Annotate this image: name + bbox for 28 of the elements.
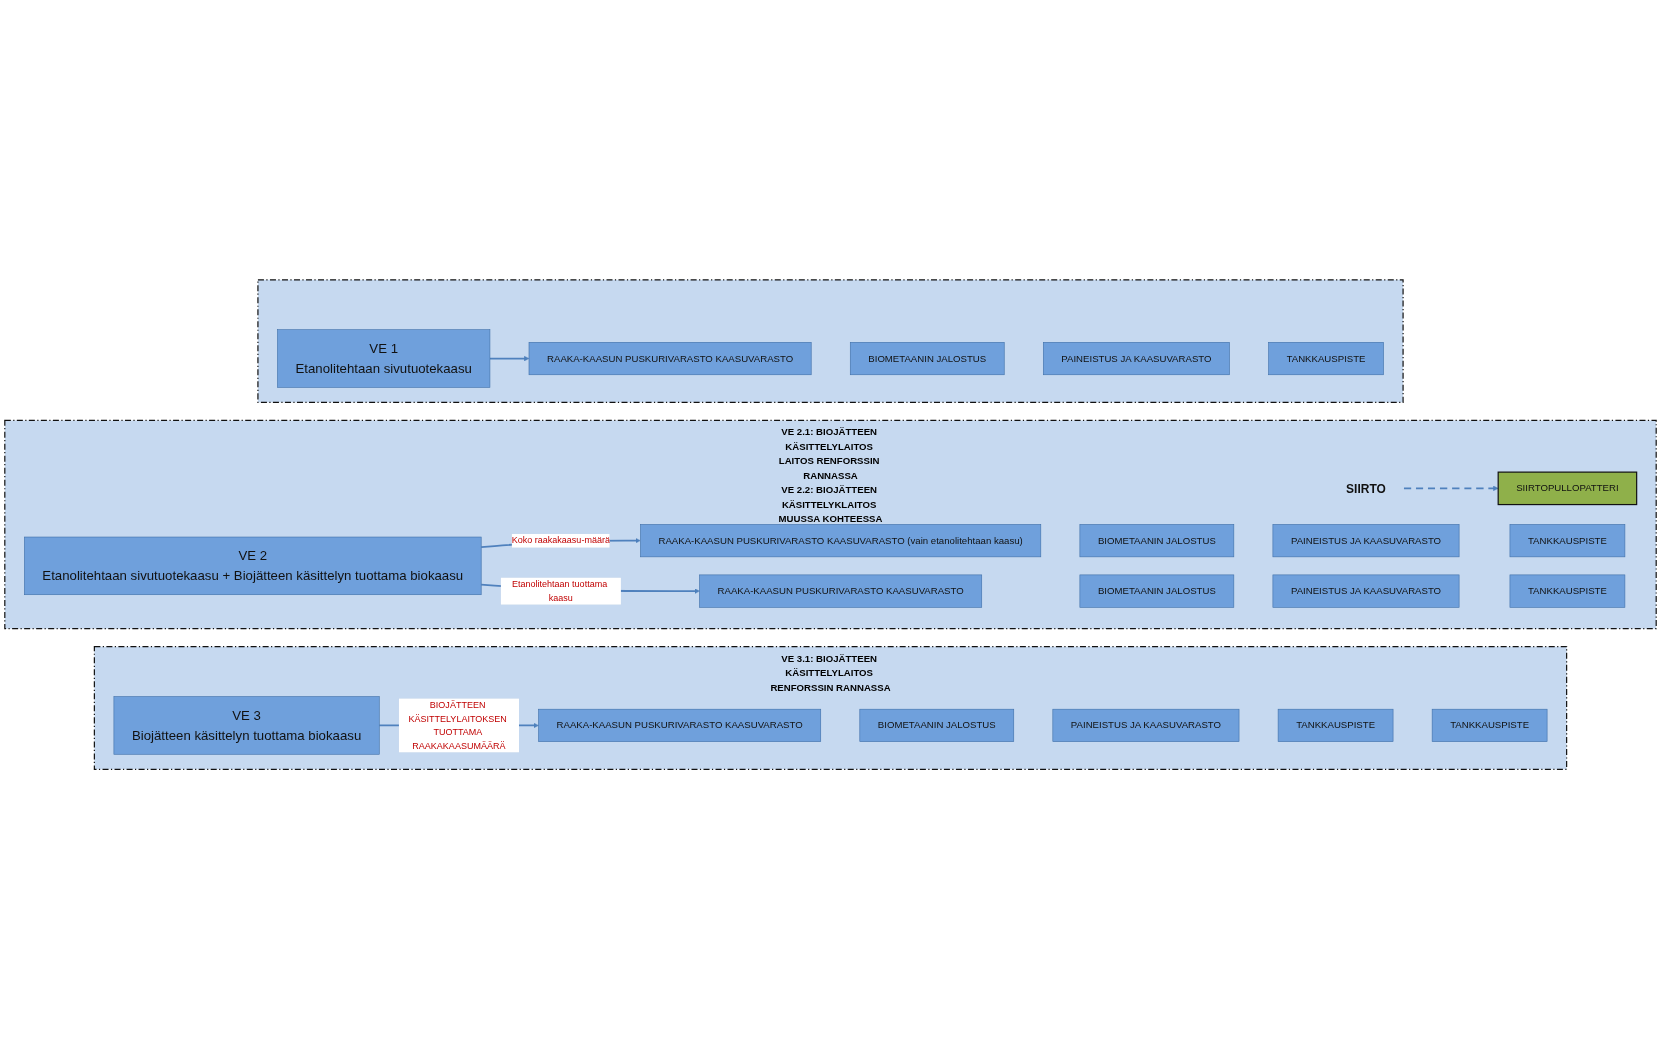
node-box: TANKKAUSPISTE [1268,342,1384,376]
edge-label: Koko raakakaasu-määrä [511,535,610,546]
node-box: TANKKAUSPISTE [1509,575,1626,609]
node-text: SIIRTO [1346,482,1386,496]
node-box: RAAKA-KAASUN PUSKURIVARASTO KAASUVARASTO (vain etanolitehtaan kaasu) [640,524,1042,558]
node-box: VE 3 Biojätteen käsittelyn tuottama biokaasu [113,696,380,755]
node-box: PAINEISTUS JA KAASUVARASTO [1272,575,1460,609]
node-box: VE 2 Etanolitehtaan sivutuotekaasu + Biojätteen käsittelyn tuottama biokaasu [24,537,482,596]
node-box: SIIRTOPULLOPATTERI [1497,471,1638,506]
node-box: RAAKA-KAASUN PUSKURIVARASTO KAASUVARASTO [538,709,822,743]
edge-label: BIOJÄTTEEN KÄSITTELYLAITOKSEN TUOTTAMA RAAKAKAASUMÄÄRÄ [408,700,507,751]
node-box: RAAKA-KAASUN PUSKURIVARASTO KAASUVARASTO [528,342,812,376]
node-box: VE 1 Etanolitehtaan sivutuotekaasu [277,329,491,389]
node-box: BIOMETAANIN JALOSTUS [1079,575,1235,609]
node-box: TANKKAUSPISTE [1509,524,1626,558]
cluster [257,279,1404,404]
node-box: PAINEISTUS JA KAASUVARASTO [1043,342,1230,376]
arrow [489,356,530,362]
node-box: BIOMETAANIN JALOSTUS [1079,524,1235,558]
edge-label: Etanolitehtaan tuottama kaasu [511,579,608,603]
node-box: TANKKAUSPISTE [1277,709,1394,743]
node-box: RAAKA-KAASUN PUSKURIVARASTO KAASUVARASTO [699,575,983,609]
arrow [1403,486,1499,492]
node-box: PAINEISTUS JA KAASUVARASTO [1272,524,1460,558]
node-box: TANKKAUSPISTE [1431,709,1548,743]
node-box: BIOMETAANIN JALOSTUS [859,709,1015,743]
node-box: PAINEISTUS JA KAASUVARASTO [1052,709,1240,743]
node-box: BIOMETAANIN JALOSTUS [849,342,1005,376]
